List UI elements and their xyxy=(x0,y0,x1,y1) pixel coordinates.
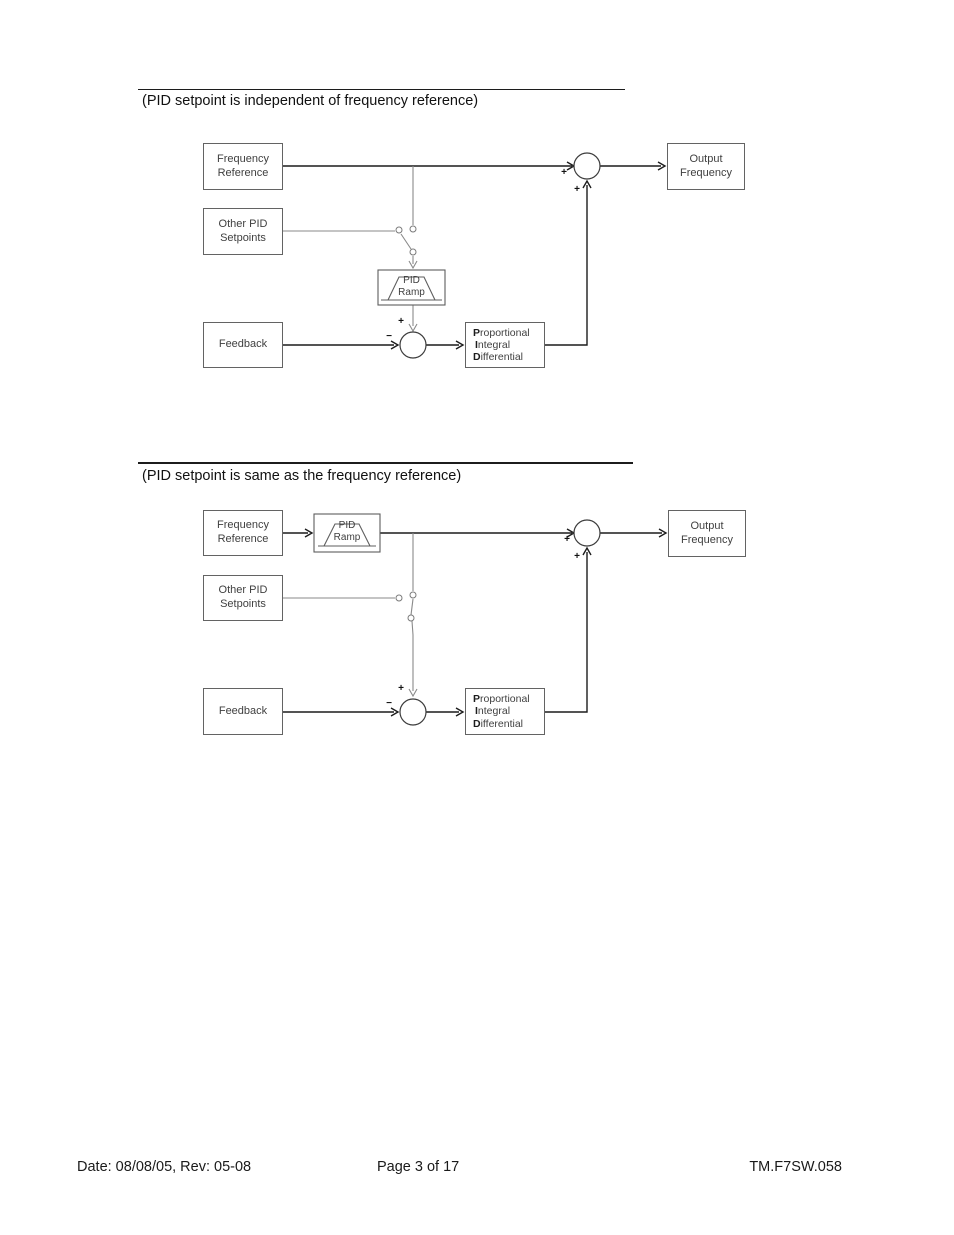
frequency-reference-block: Frequency Reference xyxy=(203,510,283,556)
minus-sign: − xyxy=(386,331,392,342)
switch-blade xyxy=(400,233,412,250)
feedback-block: Feedback xyxy=(203,322,283,368)
arrowhead xyxy=(408,688,418,698)
switch-contact xyxy=(409,248,417,256)
footer-document-id: TM.F7SW.058 xyxy=(749,1159,842,1175)
arrowhead xyxy=(582,179,592,189)
plus-sign: + xyxy=(574,551,580,562)
signal-line xyxy=(545,185,588,346)
section-rule-2 xyxy=(138,462,633,464)
arrowhead xyxy=(455,340,465,350)
diagram-2-graphics: + + + − xyxy=(283,513,668,726)
switch-contact xyxy=(395,594,403,602)
signal-line xyxy=(545,552,588,713)
switch-blade xyxy=(410,598,414,616)
pid-same-as-reference-diagram: + + + − Frequency Reference PID Ramp Oth… xyxy=(190,495,760,750)
pid-independent-diagram: + + + − Frequency Reference Other PID Se… xyxy=(190,130,760,385)
arrowhead xyxy=(657,161,667,171)
switch xyxy=(395,225,417,256)
minus-sign: − xyxy=(386,698,392,709)
footer-page-number: Page 3 of 17 xyxy=(377,1159,460,1175)
diagram-1-graphics: + + + − xyxy=(283,152,667,359)
summing-junction-output xyxy=(573,152,601,180)
pid-controller-block: Proportional Integral Differential xyxy=(465,322,545,368)
arrowhead xyxy=(304,528,314,538)
other-pid-setpoints-block: Other PID Setpoints xyxy=(203,575,283,621)
pid-controller-block: Proportional Integral Differential xyxy=(465,688,545,735)
page-footer: Date: 08/08/05, Rev: 05-08 Page 3 of 17 … xyxy=(0,1159,954,1177)
summing-junction-error xyxy=(399,698,427,726)
arrowhead xyxy=(582,546,592,556)
arrowhead xyxy=(390,340,400,350)
feedback-block: Feedback xyxy=(203,688,283,735)
switch-contact xyxy=(395,226,403,234)
output-frequency-block: Output Frequency xyxy=(667,143,745,190)
pid-ramp-symbol xyxy=(313,513,381,553)
summing-junction-output xyxy=(573,519,601,547)
pid-ramp-symbol xyxy=(377,269,446,306)
frequency-reference-block: Frequency Reference xyxy=(203,143,283,190)
signal-line xyxy=(411,620,414,691)
plus-sign: + xyxy=(398,316,404,327)
switch xyxy=(395,591,417,622)
arrowhead xyxy=(408,323,418,333)
summing-junction-error xyxy=(399,331,427,359)
arrowhead xyxy=(390,707,400,717)
output-frequency-block: Output Frequency xyxy=(668,510,746,557)
section-caption-1: (PID setpoint is independent of frequenc… xyxy=(142,93,479,109)
arrowhead xyxy=(408,260,418,270)
switch-contact xyxy=(409,225,417,233)
other-pid-setpoints-block: Other PID Setpoints xyxy=(203,208,283,255)
plus-sign: + xyxy=(561,167,567,178)
plus-sign: + xyxy=(398,683,404,694)
footer-date-revision: Date: 08/08/05, Rev: 05-08 xyxy=(77,1159,252,1175)
plus-sign: + xyxy=(574,184,580,195)
section-rule-1 xyxy=(138,89,625,90)
plus-sign: + xyxy=(564,534,570,545)
arrowhead xyxy=(455,707,465,717)
section-caption-2: (PID setpoint is same as the frequency r… xyxy=(142,468,462,484)
arrowhead xyxy=(658,528,668,538)
switch-contact xyxy=(409,591,417,599)
switch-contact xyxy=(407,614,415,622)
